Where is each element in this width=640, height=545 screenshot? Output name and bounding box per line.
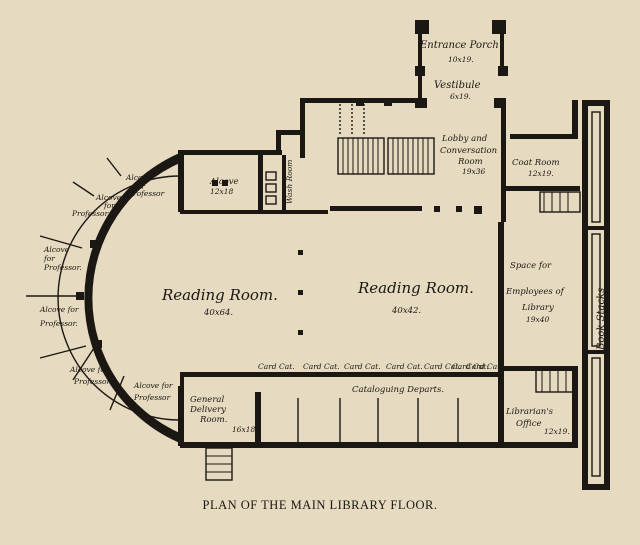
card-cat-4: Card Cat. (386, 362, 423, 371)
column (90, 240, 98, 248)
plan-caption: PLAN OF THE MAIN LIBRARY FLOOR. (202, 498, 438, 512)
delivery-label-2: Delivery (189, 405, 226, 415)
apse-outer-wall (84, 152, 182, 444)
employees-dim: 19x40 (526, 315, 550, 324)
employees-label-3: Library (521, 303, 554, 313)
alcove-top-label: Alcove (209, 177, 239, 187)
delivery-dim: 16x18 (232, 425, 256, 434)
librarian-label-2: Office (516, 419, 542, 429)
alcove-label-1c: Professor (127, 189, 165, 198)
delivery-label-3: Room. (199, 415, 227, 425)
alcove-label-6: Alcove for (133, 381, 173, 390)
alcove-label-3b: for (43, 254, 55, 263)
vestibule-label: Vestibule (434, 80, 481, 91)
card-cat-6: Card Cat. (452, 362, 489, 371)
alcove-label-1b: for (133, 182, 145, 191)
alcove-label-4: Alcove for (39, 305, 79, 314)
column (94, 340, 102, 348)
reading-room-right-label: Reading Room. (357, 279, 474, 297)
delivery-label: General (190, 395, 224, 405)
book-stacks-structure (582, 100, 610, 490)
card-cat-5: Card Cat. (424, 362, 461, 371)
alcove-label-1: Alcove (125, 173, 152, 182)
alcove-label-5: Alcove for (69, 365, 109, 374)
employees-label-2: Employees of (505, 287, 566, 297)
wash-room-label: Wash Room (285, 160, 294, 204)
librarian-dim: 12x19. (544, 427, 570, 436)
card-cat-3: Card Cat. (344, 362, 381, 371)
alcove-label-5b: Professor (73, 377, 111, 386)
book-stacks-label: Book Stacks (596, 288, 607, 351)
lobby-dim: 19x36 (462, 167, 486, 176)
card-cat-7: Card Cat. (466, 362, 503, 371)
interior-walls (180, 152, 504, 446)
outer-walls (178, 20, 580, 448)
column (76, 292, 84, 300)
alcove-label-4b: Professor. (39, 319, 78, 328)
alcove-label-3: Alcove (43, 245, 70, 254)
entrance-porch-label: Entrance Porch (419, 40, 499, 51)
card-cat-2: Card Cat. (303, 362, 340, 371)
reading-room-right-dim: 40x42. (391, 306, 421, 316)
lobby-label-2: Conversation (440, 146, 497, 156)
alcove-label-2: Alcove (95, 193, 122, 202)
card-cat-1: Card Cat. (258, 362, 295, 371)
alcove-label-6b: Professor (133, 393, 171, 402)
lobby-label: Lobby and (441, 134, 488, 144)
vestibule-dim: 6x19. (450, 92, 471, 101)
side-stairs (205, 191, 581, 481)
alcove-top-dim: 12x18 (210, 187, 234, 196)
coat-room-label: Coat Room (512, 158, 560, 168)
alcove-label-2c: Professor (71, 209, 109, 218)
columns (212, 180, 504, 335)
reading-room-left-label: Reading Room. (161, 286, 278, 304)
alcove-label-2b: for (103, 201, 115, 210)
entrance-porch-dim: 10x19. (448, 55, 474, 64)
employees-label: Space for (510, 261, 552, 271)
reading-room-left-dim: 40x64. (203, 308, 233, 318)
librarian-label: Librarian's (505, 407, 554, 417)
lobby-label-3: Room (457, 157, 483, 167)
coat-room-dim: 12x19. (528, 169, 554, 178)
wash-room-fixtures (265, 171, 277, 205)
cataloguing-label: Cataloguing Departs. (352, 385, 444, 395)
lobby-stairs (337, 98, 435, 175)
alcove-partitions (26, 157, 125, 411)
apse-inner-wall (57, 175, 181, 421)
alcove-label-3c: Professor. (43, 263, 82, 272)
cataloguing-desks (297, 398, 459, 442)
